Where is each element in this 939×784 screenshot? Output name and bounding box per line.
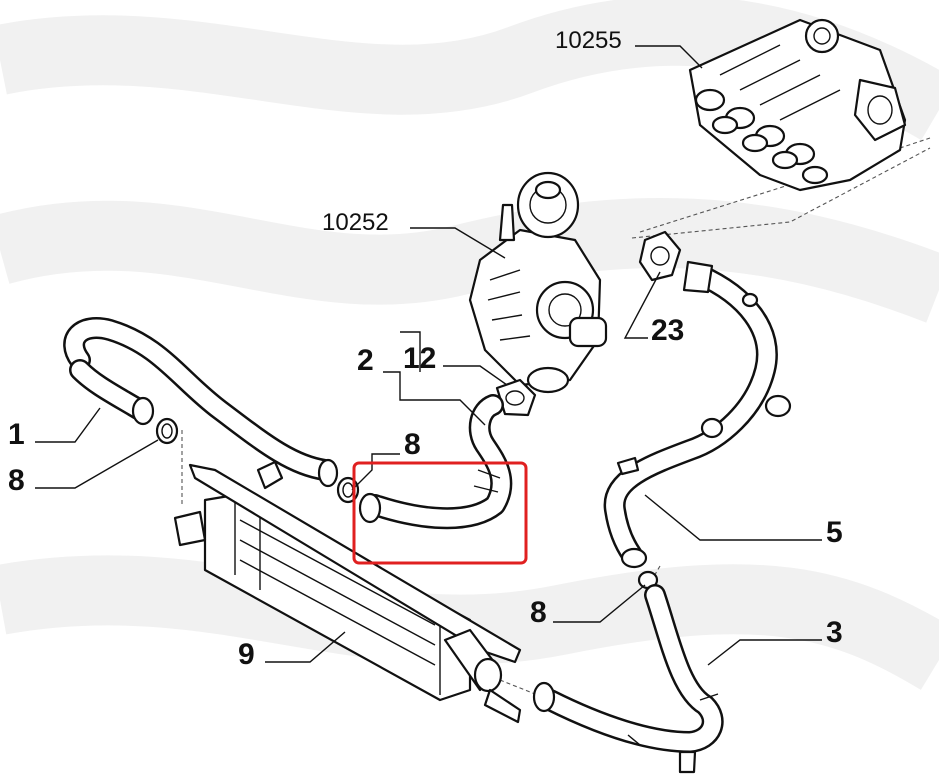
callout-8-center: 8: [404, 428, 421, 461]
clamp-part-8-left[interactable]: [155, 417, 179, 445]
hose-part-3[interactable]: [532, 584, 724, 774]
highlight-box: [352, 461, 528, 565]
callout-8-left: 8: [8, 464, 25, 497]
callout-labels: 1 8 9 2 12 8 10252 10255 23 5 8 3: [8, 27, 843, 671]
gasket-part-12[interactable]: [495, 378, 537, 417]
callout-12: 12: [403, 342, 436, 375]
callout-3: 3: [826, 616, 843, 649]
callout-10255: 10255: [555, 27, 622, 54]
callout-5: 5: [826, 516, 843, 549]
callout-8-lower: 8: [530, 596, 547, 629]
callout-23: 23: [651, 314, 684, 347]
pipe-part-5[interactable]: [603, 260, 792, 569]
intercooler-part-9[interactable]: [173, 463, 522, 724]
turbocharger-part-10252[interactable]: [468, 171, 608, 394]
intake-manifold-part-10255[interactable]: [688, 18, 907, 192]
callout-2: 2: [357, 344, 374, 377]
hose-pipe-part-1[interactable]: [63, 317, 339, 490]
leader-lines: [35, 45, 822, 666]
callout-10252: 10252: [322, 209, 389, 236]
callout-9: 9: [238, 638, 255, 671]
gasket-part-23[interactable]: [638, 230, 682, 282]
hose-part-2[interactable]: [358, 394, 513, 530]
callout-1: 1: [8, 418, 25, 451]
